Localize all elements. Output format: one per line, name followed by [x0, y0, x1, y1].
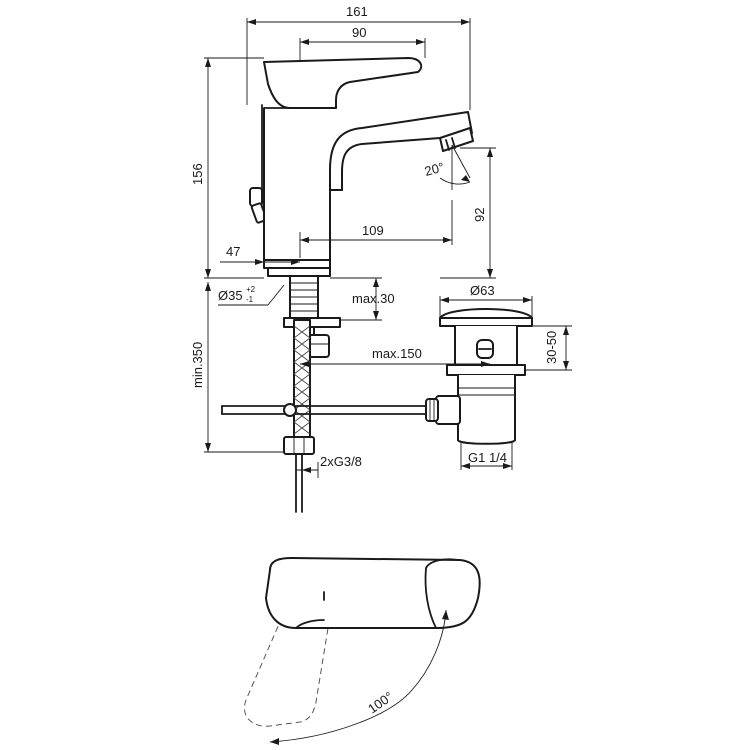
faucet-lever	[263, 57, 423, 109]
dim-161: 161	[346, 4, 368, 19]
dim-109: 109	[362, 223, 384, 238]
rotation-arc	[269, 609, 447, 743]
dim-100-deg: 100°	[365, 689, 396, 717]
dimension-lines	[204, 18, 572, 478]
braided-hose	[293, 319, 311, 441]
lever-top-view	[244, 557, 481, 745]
rotated-lever-outline	[244, 607, 329, 727]
dim-diameter-63: Ø63	[470, 283, 495, 298]
faucet-body	[263, 108, 473, 263]
hose-nut	[283, 436, 315, 455]
waste-valve	[425, 308, 533, 445]
dim-g1-1-4: G1 1/4	[468, 450, 507, 465]
dim-min-350: min.350	[190, 342, 205, 388]
dim-2xg3-8: 2xG3/8	[320, 454, 362, 469]
threaded-shank	[283, 275, 341, 336]
pull-rod	[221, 403, 435, 417]
dim-20-deg: 20°	[423, 159, 446, 179]
dim-diameter-35: Ø35	[218, 288, 243, 303]
dim-92: 92	[472, 208, 487, 222]
dim-diameter-35-lower-tol: -1	[246, 295, 254, 304]
spout-aerator	[439, 127, 474, 152]
angle-valve	[308, 334, 330, 358]
dim-90: 90	[352, 25, 366, 40]
faucet-side-view	[221, 57, 474, 513]
dim-max-30: max.30	[352, 291, 395, 306]
dim-156: 156	[190, 163, 205, 185]
popup-rod	[249, 104, 268, 224]
dim-47: 47	[226, 244, 240, 259]
dim-diameter-35-upper-tol: +2	[246, 285, 256, 294]
dim-max-150: max.150	[372, 346, 422, 361]
dim-30-50: 30-50	[544, 331, 559, 364]
